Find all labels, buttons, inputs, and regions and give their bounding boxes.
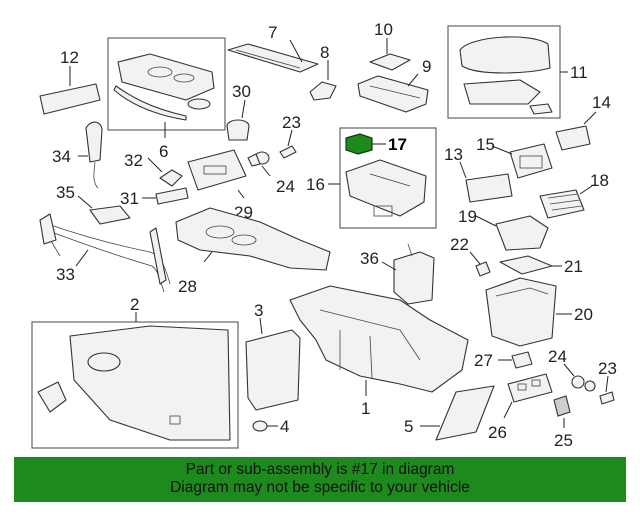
part-29-control-panel[interactable] bbox=[187, 149, 247, 191]
part-28-console-trim[interactable] bbox=[175, 207, 331, 271]
part-6-bezel[interactable] bbox=[113, 53, 215, 121]
callout-24a: 24 bbox=[276, 177, 295, 196]
part-23-clip[interactable] bbox=[279, 145, 297, 159]
callout-28: 28 bbox=[178, 277, 197, 296]
group-box-16 bbox=[339, 127, 437, 229]
callout-3: 3 bbox=[254, 301, 263, 320]
callout-15: 15 bbox=[476, 135, 495, 154]
part-21-mat[interactable] bbox=[499, 255, 553, 275]
part-12-switch-panel[interactable] bbox=[39, 83, 101, 115]
part-10-pad[interactable] bbox=[369, 53, 411, 71]
part-36-bracket[interactable] bbox=[393, 243, 435, 305]
callout-35: 35 bbox=[56, 183, 75, 202]
part-20-storage-bin[interactable] bbox=[485, 277, 557, 347]
callout-11: 11 bbox=[570, 63, 588, 82]
banner-line-2: Diagram may not be specific to your vehi… bbox=[170, 479, 470, 496]
part-2-side-panel[interactable] bbox=[37, 325, 231, 441]
callout-30: 30 bbox=[232, 82, 251, 101]
part-33-harness[interactable] bbox=[39, 213, 171, 293]
banner-line-1: Part or sub-assembly is #17 in diagram bbox=[185, 461, 455, 478]
part-26-switch-panel[interactable] bbox=[507, 373, 553, 403]
callout-1: 1 bbox=[361, 399, 370, 418]
group-box-6 bbox=[107, 37, 226, 131]
part-13-control[interactable] bbox=[465, 173, 513, 203]
notice-banner: Part or sub-assembly is #17 in diagram D… bbox=[14, 457, 626, 502]
part-27-block[interactable] bbox=[511, 351, 533, 369]
part-17-switch[interactable] bbox=[345, 133, 373, 155]
callout-9: 9 bbox=[422, 57, 431, 76]
callout-17: 17 bbox=[388, 135, 407, 154]
part-3-panel[interactable] bbox=[245, 329, 301, 411]
part-14-bezel[interactable] bbox=[555, 125, 591, 151]
callout-2: 2 bbox=[130, 295, 139, 314]
callout-31: 31 bbox=[120, 189, 139, 208]
callout-34: 34 bbox=[52, 147, 71, 166]
callout-33: 33 bbox=[56, 265, 75, 284]
part-5-trim[interactable] bbox=[435, 385, 495, 441]
callout-10: 10 bbox=[374, 20, 393, 39]
callout-12: 12 bbox=[60, 48, 79, 67]
part-19-bin[interactable] bbox=[495, 215, 549, 251]
callout-7: 7 bbox=[268, 23, 277, 42]
part-23-clip-lower[interactable] bbox=[599, 391, 615, 405]
part-35-bracket[interactable] bbox=[89, 205, 131, 225]
part-32-knob[interactable] bbox=[159, 169, 183, 187]
callout-20: 20 bbox=[574, 305, 593, 324]
part-15-bezel[interactable] bbox=[509, 143, 553, 179]
callout-21: 21 bbox=[564, 257, 583, 276]
callout-16: 16 bbox=[306, 175, 325, 194]
callout-22: 22 bbox=[450, 235, 469, 254]
callout-36: 36 bbox=[360, 249, 379, 268]
callout-18: 18 bbox=[590, 171, 609, 190]
part-25-plug[interactable] bbox=[553, 395, 571, 417]
group-box-2 bbox=[31, 321, 239, 449]
callout-25: 25 bbox=[554, 431, 573, 450]
part-18-grille[interactable] bbox=[539, 189, 585, 219]
parts-diagram: 6 7 8 10 9 11 12 30 23 bbox=[31, 20, 617, 450]
part-9-tray[interactable] bbox=[357, 75, 429, 113]
callout-23a: 23 bbox=[282, 113, 301, 132]
callout-27: 27 bbox=[474, 351, 493, 370]
part-8-pocket[interactable] bbox=[309, 81, 337, 101]
part-1-console-base[interactable] bbox=[289, 285, 469, 393]
callout-23b: 23 bbox=[598, 359, 617, 378]
callout-6: 6 bbox=[159, 142, 168, 161]
part-24-outlet-lower[interactable] bbox=[571, 375, 596, 392]
part-7-tray[interactable] bbox=[227, 43, 319, 73]
part-11-armrest[interactable] bbox=[459, 36, 553, 115]
callout-32: 32 bbox=[124, 151, 143, 170]
callout-14: 14 bbox=[592, 93, 611, 112]
callout-24b: 24 bbox=[548, 347, 567, 366]
part-24-outlet[interactable] bbox=[247, 151, 270, 167]
callout-13: 13 bbox=[444, 145, 463, 164]
part-30-cupholder[interactable] bbox=[226, 119, 250, 141]
part-31-switch[interactable] bbox=[155, 187, 189, 205]
callout-8: 8 bbox=[320, 43, 329, 62]
part-22-clip[interactable] bbox=[475, 261, 491, 277]
part-4-clip[interactable] bbox=[252, 420, 268, 432]
part-16-console-bezel[interactable] bbox=[345, 159, 427, 217]
part-34-shifter[interactable] bbox=[85, 121, 103, 189]
callout-19: 19 bbox=[458, 207, 477, 226]
callout-4: 4 bbox=[280, 417, 289, 436]
callout-5: 5 bbox=[404, 417, 413, 436]
callout-26: 26 bbox=[488, 423, 507, 442]
